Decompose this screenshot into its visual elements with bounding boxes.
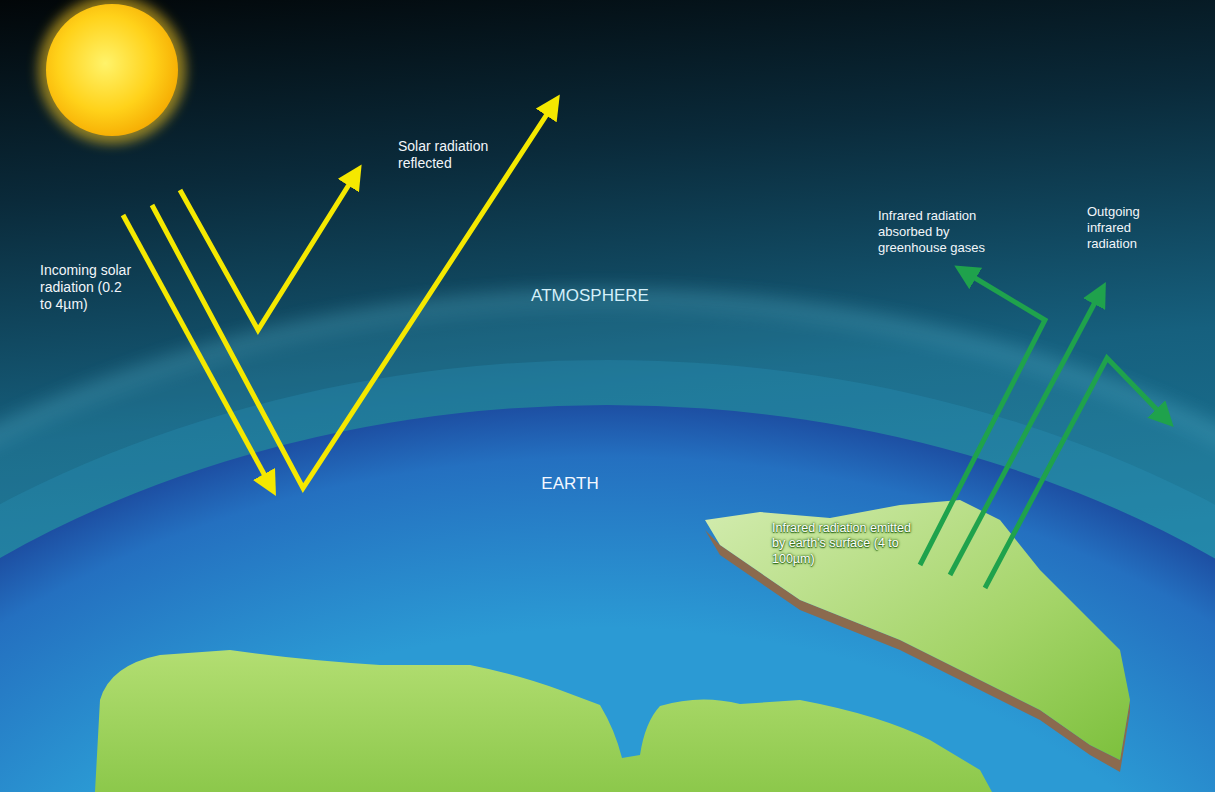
emitted-label: Infrared radiation emitted by earth's su… xyxy=(772,521,914,567)
earth-label: EARTH xyxy=(510,474,630,495)
absorbed-label: Infrared radiation absorbed by greenhous… xyxy=(878,208,1018,256)
reflected-label: Solar radiation reflected xyxy=(398,138,516,172)
outgoing-label: Outgoing infrared radiation xyxy=(1087,204,1183,252)
atmosphere-label: ATMOSPHERE xyxy=(500,286,680,307)
incoming-solar-label: Incoming solar radiation (0.2 to 4µm) xyxy=(40,262,132,313)
